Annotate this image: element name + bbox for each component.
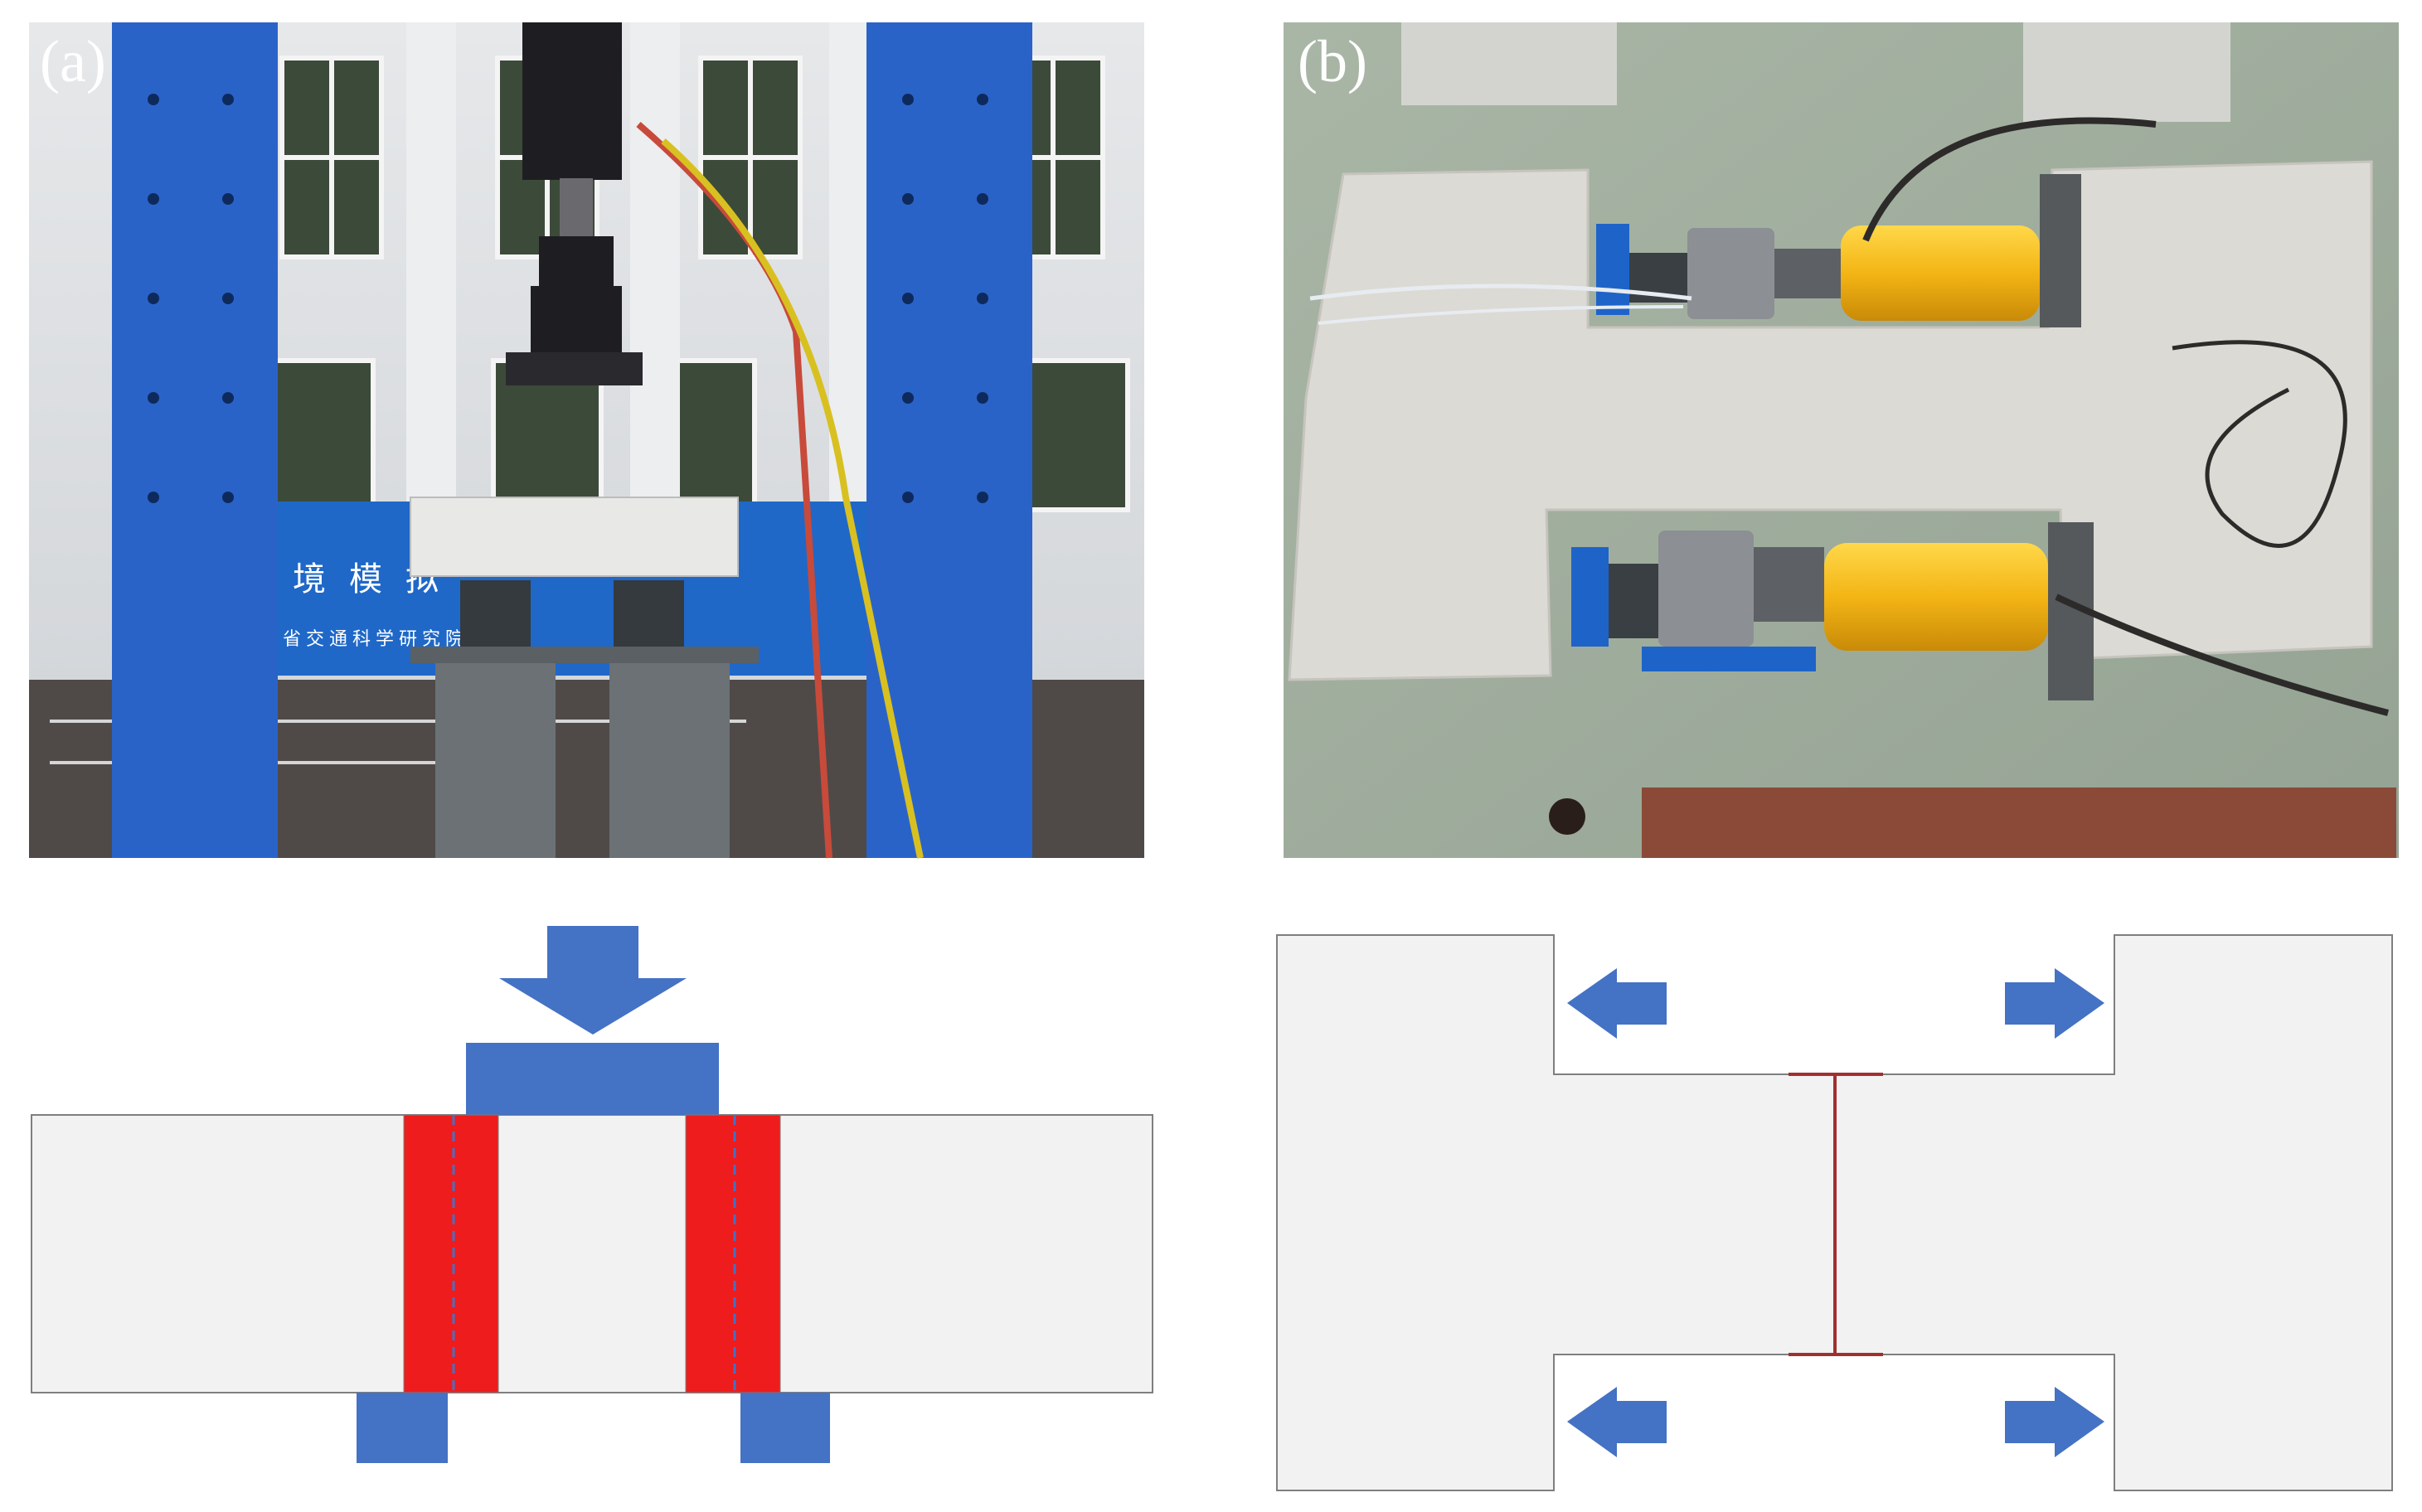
diagram-b <box>1276 934 2393 1491</box>
diagram-a-beam <box>31 1114 1153 1393</box>
photo-b-tension-setup <box>1284 22 2399 858</box>
steel-i-section <box>1789 1073 1883 1356</box>
lower-jack <box>1824 543 2048 651</box>
photo-a-loading-frame: 环境模拟 浙江省交通科学研究院 <box>29 22 1144 859</box>
diagram-a-support-left <box>357 1393 448 1463</box>
frame-columns <box>112 22 1032 858</box>
arrow-left-top-icon <box>1567 968 1667 1039</box>
photo-b-specimen <box>1288 160 2373 681</box>
diagram-a-support-right <box>740 1393 830 1463</box>
panel-label-b: (b) <box>1298 28 1367 94</box>
load-arrow-down-icon <box>499 926 687 1035</box>
actuator <box>506 22 643 385</box>
arrow-left-bottom-icon <box>1567 1387 1667 1457</box>
diagram-a-load-plate <box>466 1043 719 1115</box>
diagram-a-red-pad-right <box>685 1114 781 1393</box>
arrow-right-top-icon <box>2005 968 2104 1039</box>
diagram-a-red-pad-left <box>403 1114 499 1393</box>
diagram-a <box>31 926 1153 1463</box>
upper-jack <box>1841 225 2040 321</box>
photo-a-specimen <box>410 497 739 577</box>
arrow-right-bottom-icon <box>2005 1387 2104 1457</box>
panel-label-a: (a) <box>40 28 106 94</box>
